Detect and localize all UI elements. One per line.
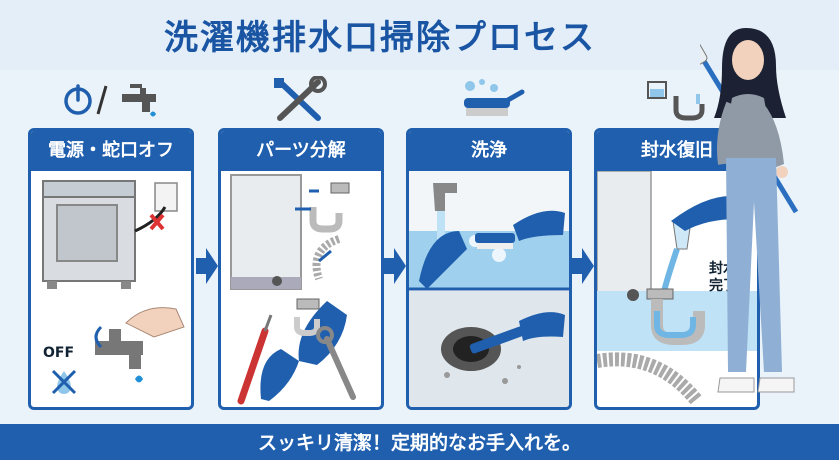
woman-with-brush-illustration xyxy=(700,25,799,393)
page-title: 洗濯機排水口掃除プロセス xyxy=(164,18,596,58)
power-faucet-icon xyxy=(64,84,156,117)
step-panel-wash: 洗浄 xyxy=(406,128,572,410)
faucet-off-cross-icon xyxy=(51,369,77,395)
arrow-right-icon xyxy=(572,248,594,284)
arrow-right-icon xyxy=(196,248,218,284)
brush-bubbles-icon xyxy=(464,79,525,116)
step-panel-disassemble: パーツ分解 xyxy=(218,128,384,410)
washing-machine-illustration xyxy=(42,180,185,383)
step-title: パーツ分解 xyxy=(221,131,381,171)
step-panel-power-off: 電源・蛇口オフ OFF xyxy=(28,128,194,410)
water-trap-icon xyxy=(647,81,705,121)
arrow-right-icon xyxy=(384,248,406,284)
parts-illustration xyxy=(230,174,356,405)
step-title: 電源・蛇口オフ xyxy=(31,131,191,171)
off-label: OFF xyxy=(43,345,75,361)
step-title: 洗浄 xyxy=(409,131,569,171)
footer-banner: スッキリ清潔！定期的なお手入れを。 xyxy=(0,424,839,460)
washing-illustration xyxy=(409,171,569,407)
tools-icon xyxy=(274,76,327,121)
